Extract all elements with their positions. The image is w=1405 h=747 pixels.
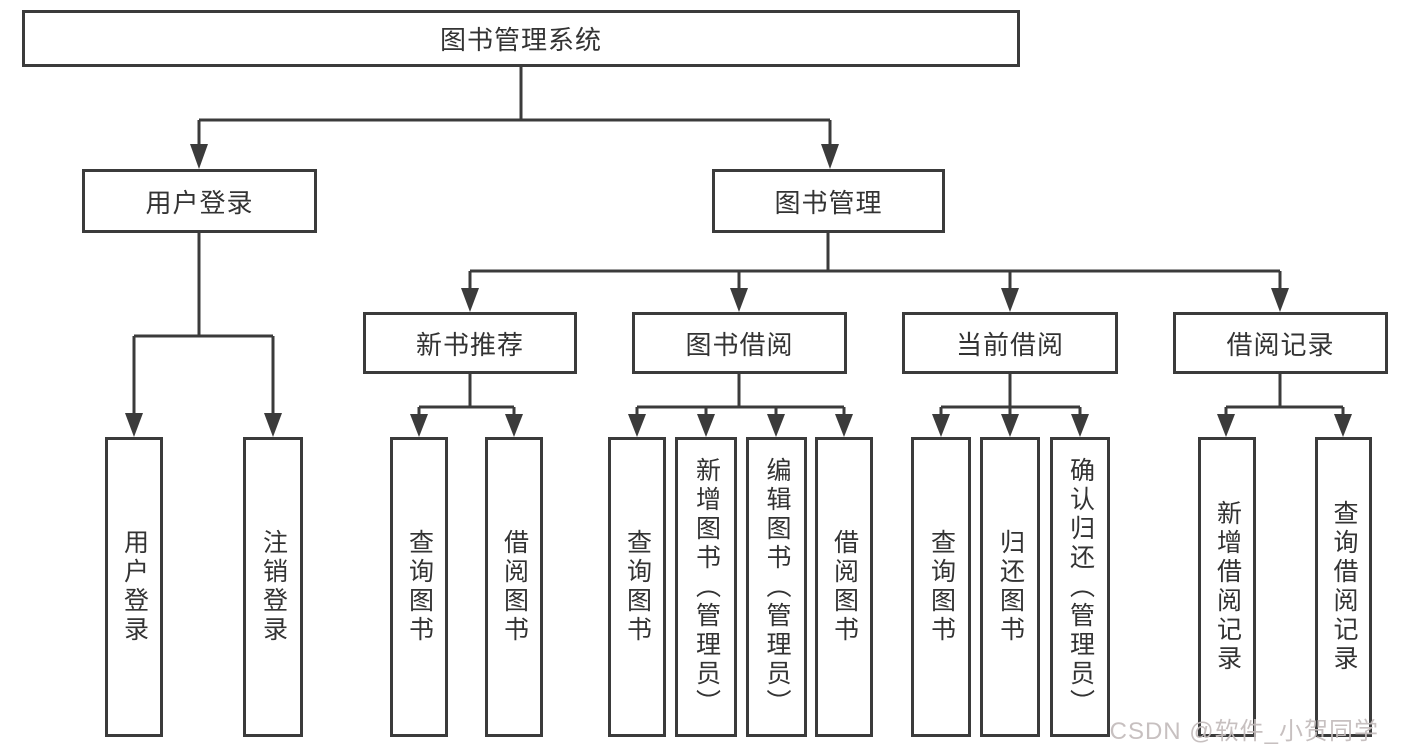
leaf-query-books-recommend: 查询图书 [390, 437, 448, 737]
node-book-borrowing: 图书借阅 [632, 312, 847, 374]
node-current-borrowing: 当前借阅 [902, 312, 1118, 374]
arrowhead [1001, 288, 1019, 312]
leaf-confirm-return-admin: 确认归还（管理员） [1050, 437, 1110, 737]
arrowhead [125, 413, 143, 437]
leaf-logout: 注销登录 [243, 437, 303, 737]
connector-user-login [132, 233, 275, 415]
connector-root [197, 67, 832, 147]
connector-book-borrow [635, 374, 846, 416]
arrowhead [835, 414, 853, 437]
arrowhead [410, 414, 428, 437]
arrowhead [1271, 288, 1289, 312]
node-new-book-recommend: 新书推荐 [363, 312, 577, 374]
arrowhead [264, 413, 282, 437]
node-user-login: 用户登录 [82, 169, 317, 233]
connector-new-book [417, 374, 516, 416]
arrowhead [628, 414, 646, 437]
connector-book-mgmt [468, 233, 1282, 290]
arrowhead [1334, 414, 1352, 437]
leaf-add-books-admin: 新增图书（管理员） [675, 437, 737, 737]
arrowhead [730, 288, 748, 312]
arrowhead [190, 144, 208, 169]
leaf-query-borrow-record: 查询借阅记录 [1315, 437, 1372, 737]
arrowhead [1071, 414, 1089, 437]
leaf-edit-books-admin: 编辑图书（管理员） [746, 437, 807, 737]
arrowhead [1217, 414, 1235, 437]
arrowhead [505, 414, 523, 437]
arrowhead [1001, 414, 1019, 437]
leaf-query-books-current: 查询图书 [911, 437, 971, 737]
node-borrowing-records: 借阅记录 [1173, 312, 1388, 374]
leaf-user-login: 用户登录 [105, 437, 163, 737]
leaf-borrow-books-recommend: 借阅图书 [485, 437, 543, 737]
arrowhead [767, 414, 785, 437]
node-root-system: 图书管理系统 [22, 10, 1020, 67]
leaf-return-books: 归还图书 [980, 437, 1040, 737]
arrowhead [697, 414, 715, 437]
arrowheads [125, 144, 1352, 437]
connector-borrow-record [1224, 374, 1345, 416]
arrowhead [461, 288, 479, 312]
connector-current-borrow [939, 374, 1082, 416]
leaf-borrow-books-borrowing: 借阅图书 [815, 437, 873, 737]
arrowhead [821, 144, 839, 169]
arrowhead [932, 414, 950, 437]
node-book-management: 图书管理 [712, 169, 945, 233]
leaf-query-books-borrowing: 查询图书 [608, 437, 666, 737]
leaf-add-borrow-record: 新增借阅记录 [1198, 437, 1256, 737]
